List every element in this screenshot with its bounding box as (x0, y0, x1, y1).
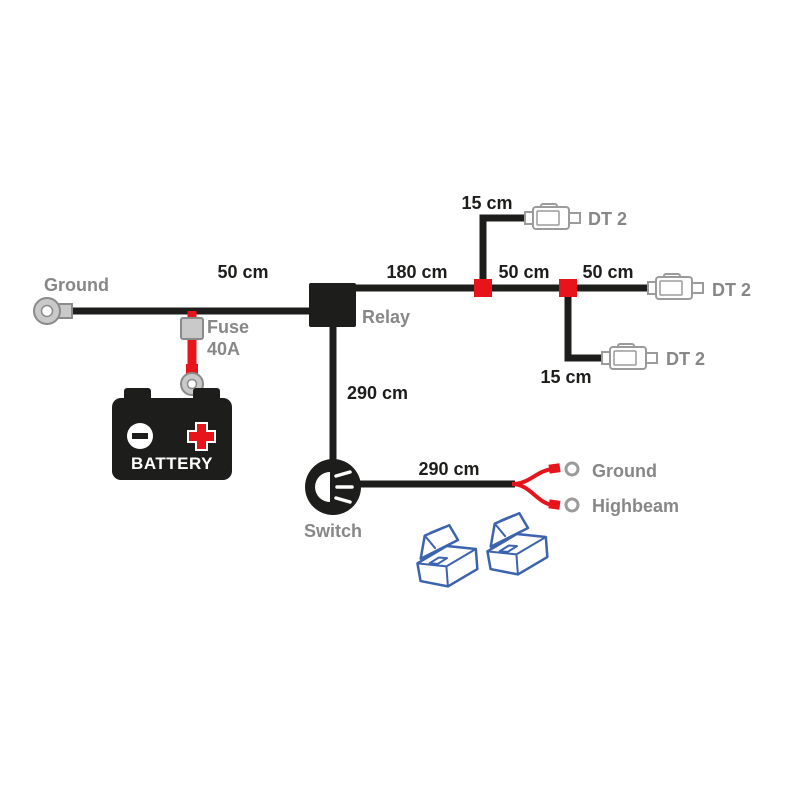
fuse-terminal-shrink (186, 364, 198, 374)
terminal-hole (40, 304, 54, 318)
relay (309, 283, 356, 327)
ground-left-label: Ground (44, 275, 109, 295)
fuse-rating-label: 40A (207, 339, 240, 359)
wire-junction-2 (559, 279, 577, 297)
length-battery-relay: 50 cm (217, 262, 268, 282)
terminal-eyelet (564, 497, 580, 513)
length-junction1-junction2: 50 cm (498, 262, 549, 282)
length-branch-top: 15 cm (461, 193, 512, 213)
terminal-shrink (548, 499, 561, 510)
battery-minus-bar (132, 433, 148, 439)
wire-output-ground (511, 467, 553, 486)
quick-splice-connector-left (410, 520, 483, 593)
wire-branch-bottom (564, 292, 602, 362)
battery-plus-icon (187, 422, 216, 451)
output-highbeam-label: Highbeam (592, 496, 679, 516)
fuse-holder (180, 317, 204, 340)
terminal-hole (186, 378, 198, 390)
dt2-connector-bottom (601, 343, 658, 370)
dt2-right-label: DT 2 (712, 280, 751, 300)
switch-label: Switch (304, 521, 362, 541)
battery-label: BATTERY (131, 454, 213, 473)
fuse-label: Fuse (207, 317, 249, 337)
terminal-output-highbeam (548, 497, 580, 513)
dt2-connector-right (647, 273, 704, 300)
dt2-top-label: DT 2 (588, 209, 627, 229)
output-ground-label: Ground (592, 461, 657, 481)
terminal-output-ground (548, 461, 580, 477)
length-relay-junction1: 180 cm (386, 262, 447, 282)
length-relay-switch: 290 cm (347, 383, 408, 403)
battery-body (112, 398, 232, 480)
switch (305, 459, 361, 515)
length-junction2-connector: 50 cm (582, 262, 633, 282)
wire-junction-1 (474, 279, 492, 297)
length-branch-bottom: 15 cm (540, 367, 591, 387)
terminal-eyelet (564, 461, 580, 477)
wire-branch-top (479, 214, 527, 292)
ring-terminal-ground (33, 297, 73, 325)
length-switch-outputs: 290 cm (418, 459, 479, 479)
wire-output-highbeam (511, 482, 553, 507)
switch-light-icon (315, 472, 330, 502)
relay-label: Relay (362, 307, 410, 327)
terminal-shrink (548, 463, 561, 474)
battery: BATTERY (112, 388, 232, 480)
dt2-connector-top (524, 203, 581, 230)
dt2-bottom-label: DT 2 (666, 349, 705, 369)
quick-splice-connector-right (480, 508, 553, 581)
switch-beam-lines (334, 470, 354, 504)
